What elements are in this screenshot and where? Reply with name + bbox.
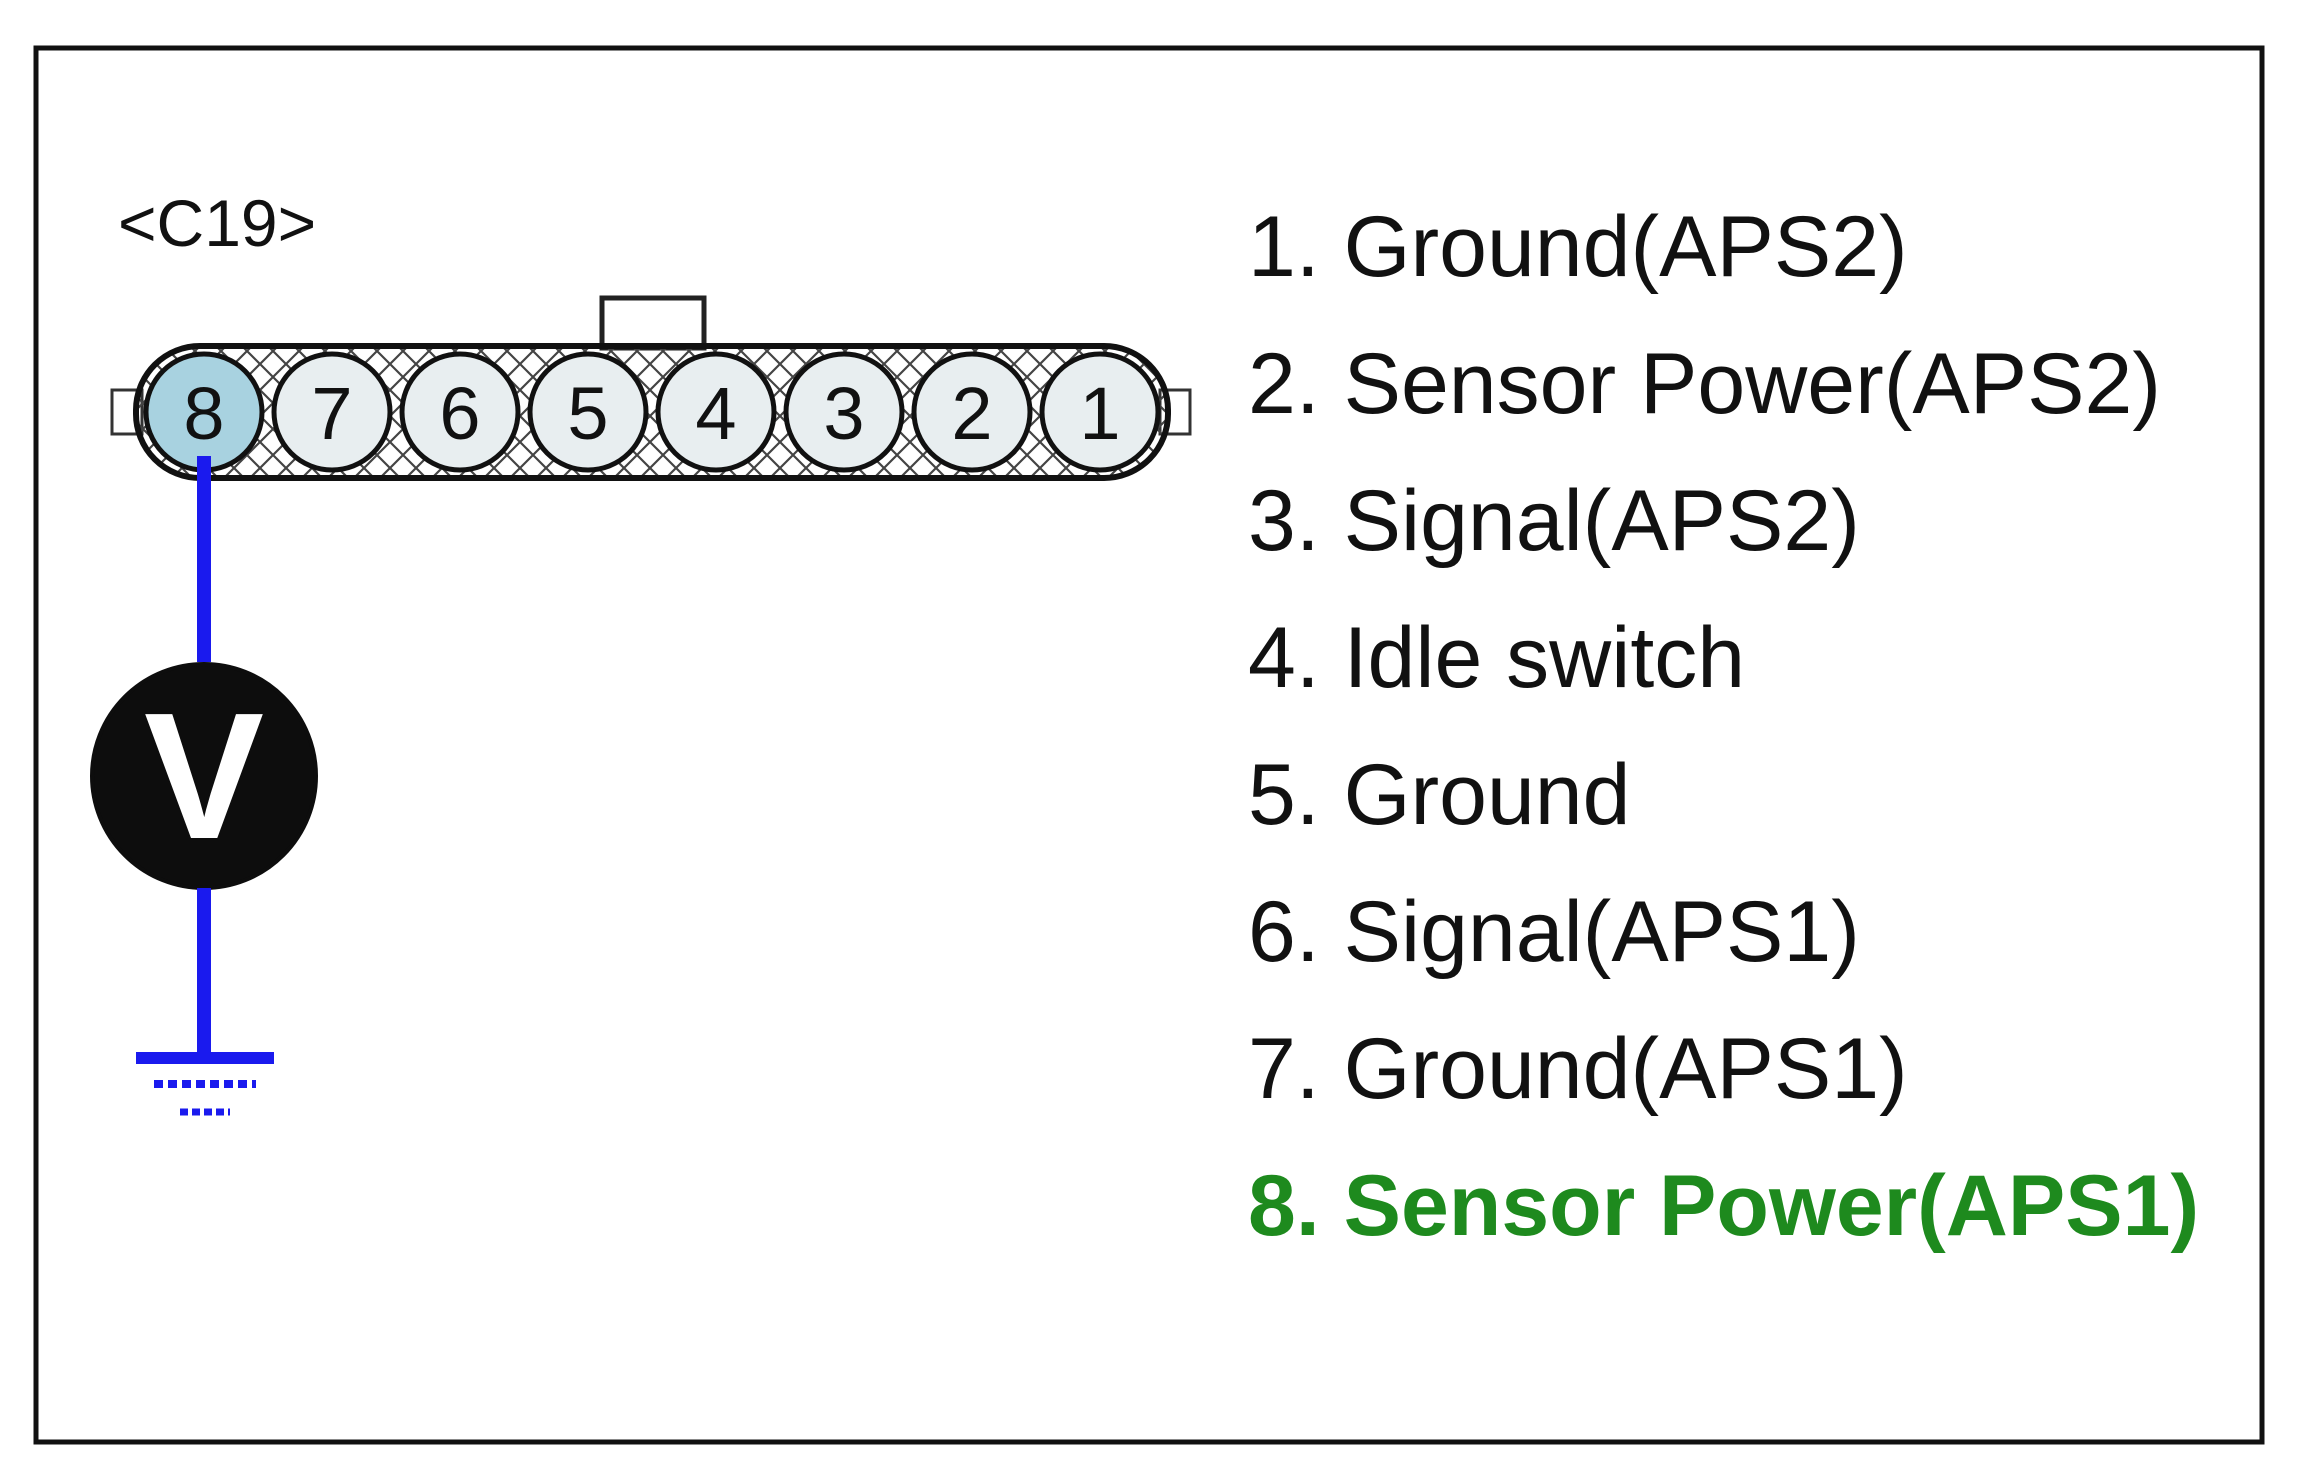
pin-legend: 1. Ground(APS2) 2. Sensor Power(APS2) 3. S… [1248, 199, 2199, 1254]
legend-item-5: 5. Ground [1248, 747, 1630, 843]
measurement-circuit: V [90, 456, 318, 1116]
connector-pin-7: 7 [271, 351, 393, 473]
connector-pin-number: 8 [183, 372, 224, 455]
legend-item-8: 8. Sensor Power(APS1) [1248, 1158, 2199, 1254]
connector-label: <C19> [118, 186, 316, 260]
connector-pin-number: 4 [695, 372, 736, 455]
connector-pin-number: 1 [1079, 372, 1120, 455]
diagram-frame [33, 45, 2265, 1445]
connector-pin-8: 8 [143, 351, 265, 473]
connector-housing [133, 343, 1171, 481]
connector-pin-6: 6 [399, 351, 521, 473]
connector-pin-5: 5 [527, 351, 649, 473]
legend-item-6: 6. Signal(APS1) [1248, 884, 1860, 980]
connector-pin-number: 2 [951, 372, 992, 455]
connector-c19: 8 7 6 5 4 3 2 1 [110, 295, 1192, 481]
connector-pin-circle [1039, 351, 1161, 473]
connector-pin-number: 6 [439, 372, 480, 455]
legend-item-4: 4. Idle switch [1248, 610, 1745, 706]
legend-item-1: 1. Ground(APS2) [1248, 199, 1908, 295]
connector-pin-number: 5 [567, 372, 608, 455]
connector-pin-circle [527, 351, 649, 473]
connector-pin-circle [911, 351, 1033, 473]
legend-item-2: 2. Sensor Power(APS2) [1248, 336, 2161, 432]
connector-pin-circle [399, 351, 521, 473]
connector-pin-2: 2 [911, 351, 1033, 473]
legend-item-3: 3. Signal(APS2) [1248, 473, 1860, 569]
connector-pin-circle [783, 351, 905, 473]
connector-pin-1: 1 [1039, 351, 1161, 473]
connector-pin-3: 3 [783, 351, 905, 473]
connector-pin-circle [655, 351, 777, 473]
connector-pins: 8 7 6 5 4 3 2 1 [143, 351, 1161, 473]
connector-pin-circle [271, 351, 393, 473]
connector-lock-tab [599, 295, 707, 351]
connector-pin-number: 3 [823, 372, 864, 455]
connector-pin-4: 4 [655, 351, 777, 473]
voltmeter-icon: V [90, 662, 318, 890]
voltmeter-symbol: V [144, 676, 264, 877]
connector-pin-number: 7 [311, 372, 352, 455]
legend-item-7: 7. Ground(APS1) [1248, 1021, 1908, 1117]
ground-symbol-icon [136, 1052, 274, 1116]
